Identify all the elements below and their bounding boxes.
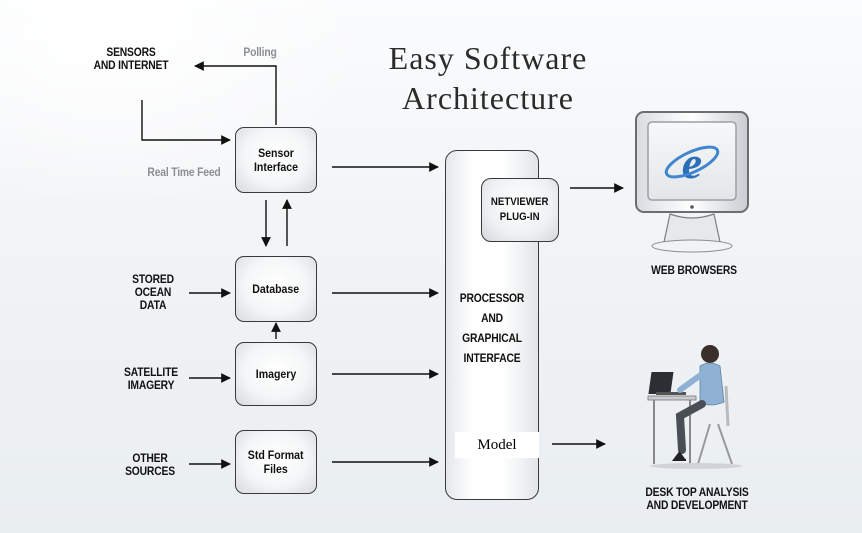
processor-line1: PROCESSOR: [459, 291, 525, 305]
desktop-analysis-label: DESK TOP ANALYSIS AND DEVELOPMENT: [633, 486, 762, 512]
sensor-interface-line2: Interface: [253, 160, 299, 174]
svg-text:e: e: [682, 137, 702, 188]
sensor-interface-line1: Sensor: [258, 146, 294, 160]
processor-label: PROCESSOR AND GRAPHICAL INTERFACE: [458, 288, 527, 368]
real-time-feed-label: Real Time Feed: [147, 165, 221, 179]
sensors-label: SENSORS AND INTERNET: [80, 46, 181, 72]
internet-explorer-icon: e: [664, 137, 720, 188]
other-sources-label: OTHER SOURCES: [116, 452, 185, 478]
std-format-line2: Files: [263, 462, 289, 476]
netviewer-line2: PLUG-IN: [500, 211, 540, 223]
title-line-2-wrap: Architecture: [372, 80, 604, 117]
processor-line3: GRAPHICAL: [462, 331, 522, 345]
imagery-label: Imagery: [255, 367, 297, 381]
processor-line2: AND: [481, 311, 503, 325]
database-box: Database: [235, 256, 317, 322]
netviewer-line1: NETVIEWER: [491, 196, 549, 208]
desktop-line2: AND DEVELOPMENT: [646, 498, 748, 512]
diagram-title: Easy Software: [372, 40, 604, 77]
web-browsers-label: WEB BROWSERS: [651, 263, 737, 277]
polling-label: Polling: [243, 45, 277, 59]
stored-line2: OCEAN: [134, 285, 172, 299]
crt-monitor-icon: e: [635, 111, 749, 253]
model-label: Model: [455, 432, 539, 458]
title-line-1: Easy Software: [372, 40, 604, 77]
database-label: Database: [252, 282, 300, 296]
stored-line1: STORED: [132, 272, 174, 286]
desktop-line1: DESK TOP ANALYSIS: [645, 485, 749, 499]
sensors-label-line2: AND INTERNET: [93, 58, 169, 72]
satellite-line1: SATELLITE: [124, 365, 178, 379]
processor-line4: INTERFACE: [463, 351, 521, 365]
sensor-interface-box: Sensor Interface: [235, 127, 317, 193]
sensors-label-line1: SENSORS: [106, 45, 156, 59]
std-format-line1: Std Format: [248, 448, 304, 462]
title-line-1-text: Easy Software: [388, 40, 588, 76]
other-line1: OTHER: [132, 451, 168, 465]
real-time-feed-arrow: [141, 100, 231, 145]
imagery-box: Imagery: [235, 342, 317, 406]
polling-arrow: [194, 61, 277, 125]
std-format-files-box: Std Format Files: [235, 430, 317, 494]
stored-line3: DATA: [139, 298, 167, 312]
other-line2: SOURCES: [125, 464, 175, 478]
title-line-2-text: Architecture: [402, 80, 574, 116]
person-at-desk-icon: [647, 345, 742, 469]
stored-ocean-data-label: STORED OCEAN DATA: [125, 273, 182, 312]
satellite-line2: IMAGERY: [127, 378, 175, 392]
netviewer-plugin-box: NETVIEWER PLUG-IN: [481, 178, 559, 242]
satellite-imagery-label: SATELLITE IMAGERY: [114, 366, 188, 392]
